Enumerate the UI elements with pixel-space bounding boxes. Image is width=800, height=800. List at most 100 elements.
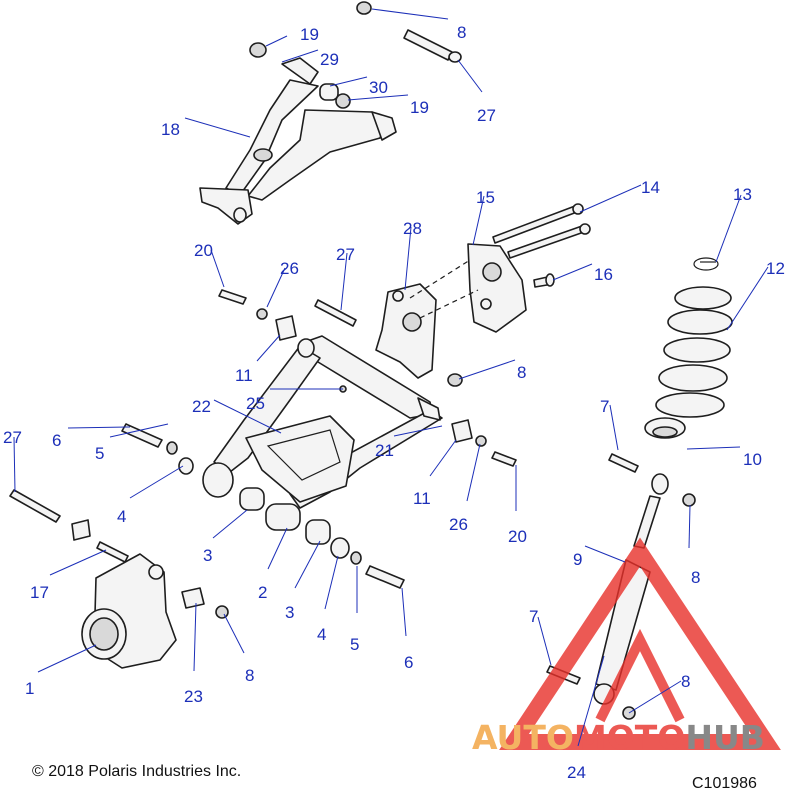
callout-number: 27 xyxy=(336,245,355,264)
callout-leader-line xyxy=(404,226,412,291)
callout-c11b: 11 xyxy=(413,439,457,508)
callout-number: 21 xyxy=(375,441,394,460)
bolt-20-upper xyxy=(218,289,247,305)
callout-number: 16 xyxy=(594,265,613,284)
bolt-6-right xyxy=(365,565,405,589)
callout-number: 8 xyxy=(681,672,690,691)
callout-number: 12 xyxy=(766,259,785,278)
washer-26-lower xyxy=(475,435,487,447)
callout-leader-line xyxy=(686,446,741,450)
callout-c7a: 7 xyxy=(600,397,619,451)
bolt-27-top xyxy=(403,29,462,63)
callout-number: 26 xyxy=(449,515,468,534)
callout-number: 19 xyxy=(300,25,319,44)
callout-c11a: 11 xyxy=(235,334,281,385)
callout-leader-line xyxy=(340,252,348,311)
callout-c27c: 27 xyxy=(3,428,22,493)
watermark-auto: AUTO xyxy=(472,718,574,757)
callout-c14: 14 xyxy=(579,178,660,213)
callout-c26a: 26 xyxy=(266,259,299,308)
callout-c29: 29 xyxy=(281,49,339,69)
callout-number: 26 xyxy=(280,259,299,278)
callout-c5b: 5 xyxy=(350,566,359,654)
callout-number: 8 xyxy=(517,363,526,382)
callout-c4b: 4 xyxy=(317,555,339,644)
callout-leader-line xyxy=(49,549,107,576)
callout-leader-line xyxy=(37,644,97,673)
bolt-20-lower xyxy=(491,451,517,467)
bolt-27-left xyxy=(9,489,61,523)
bushing-3-left xyxy=(239,487,265,511)
callout-leader-line xyxy=(329,76,368,87)
callout-number: 20 xyxy=(194,241,213,260)
nut-8-middle xyxy=(447,373,463,387)
callout-leader-line xyxy=(67,426,131,429)
callout-leader-line xyxy=(688,504,691,549)
bushing-2 xyxy=(265,503,301,531)
callout-c9: 9 xyxy=(573,545,626,569)
callout-c4a: 4 xyxy=(117,465,184,526)
callout-number: 22 xyxy=(192,397,211,416)
callout-leader-line xyxy=(193,602,197,672)
callout-leader-line xyxy=(371,8,449,20)
callout-number: 30 xyxy=(369,78,388,97)
bolt-16 xyxy=(533,273,555,288)
callout-number: 24 xyxy=(567,763,586,782)
callout-c8d: 8 xyxy=(223,613,254,685)
spring-seat xyxy=(644,417,686,439)
bushing-11-lower xyxy=(451,419,473,443)
washer-4-right xyxy=(330,537,350,559)
figure-id: C101986 xyxy=(692,775,757,792)
bushing-11-upper xyxy=(275,315,297,341)
callout-leader-line xyxy=(129,465,184,499)
callout-number: 3 xyxy=(285,603,294,622)
callout-number: 5 xyxy=(350,635,359,654)
nut-8-bottom-left xyxy=(215,605,229,619)
callout-leader-line xyxy=(552,263,593,281)
callout-c15: 15 xyxy=(472,188,495,246)
callout-number: 27 xyxy=(3,428,22,447)
callout-c5a: 5 xyxy=(95,423,169,463)
callout-c3a: 3 xyxy=(203,509,248,565)
callout-c18: 18 xyxy=(161,117,251,139)
callout-c2: 2 xyxy=(258,527,288,602)
bracket-15 xyxy=(467,243,527,333)
callout-c30: 30 xyxy=(329,76,388,97)
assembly-dash-line-2 xyxy=(419,289,479,319)
callout-number: 25 xyxy=(246,394,265,413)
callout-c1: 1 xyxy=(25,644,97,698)
shock-absorber xyxy=(593,473,669,705)
callout-number: 10 xyxy=(743,450,762,469)
washer-4-left xyxy=(178,457,194,475)
callout-leader-line xyxy=(184,117,251,138)
callout-leader-line xyxy=(458,359,516,380)
callout-number: 4 xyxy=(317,625,326,644)
watermark-text: AUTOMOTOHUB xyxy=(472,718,765,757)
callout-leader-line xyxy=(210,249,225,288)
callout-leader-line xyxy=(265,35,288,47)
washer-5-right xyxy=(350,551,362,565)
callout-number: 27 xyxy=(477,106,496,125)
callout-leader-line xyxy=(537,616,552,666)
callout-leader-line xyxy=(726,266,769,331)
callout-c21: 21 xyxy=(375,425,443,460)
callout-c25: 25 xyxy=(246,388,343,413)
callout-leader-line xyxy=(584,545,626,563)
callout-number: 4 xyxy=(117,507,126,526)
bracket-28 xyxy=(375,283,437,379)
callout-c17: 17 xyxy=(30,549,107,602)
assembly-dash-line xyxy=(409,259,471,299)
callout-leader-line xyxy=(472,195,485,246)
callout-c23: 23 xyxy=(184,602,203,706)
bolt-14 xyxy=(492,203,591,259)
watermark-a-mark xyxy=(595,628,685,723)
callout-c22: 22 xyxy=(192,397,282,434)
callout-leader-line xyxy=(324,555,339,610)
bushing-17 xyxy=(71,519,91,541)
watermark-logo: AUTOMOTOHUB xyxy=(472,537,781,757)
callout-c8e: 8 xyxy=(628,672,690,714)
bushing-3-right xyxy=(305,519,331,545)
callout-number: 8 xyxy=(245,666,254,685)
cap-19-lower xyxy=(335,93,351,109)
